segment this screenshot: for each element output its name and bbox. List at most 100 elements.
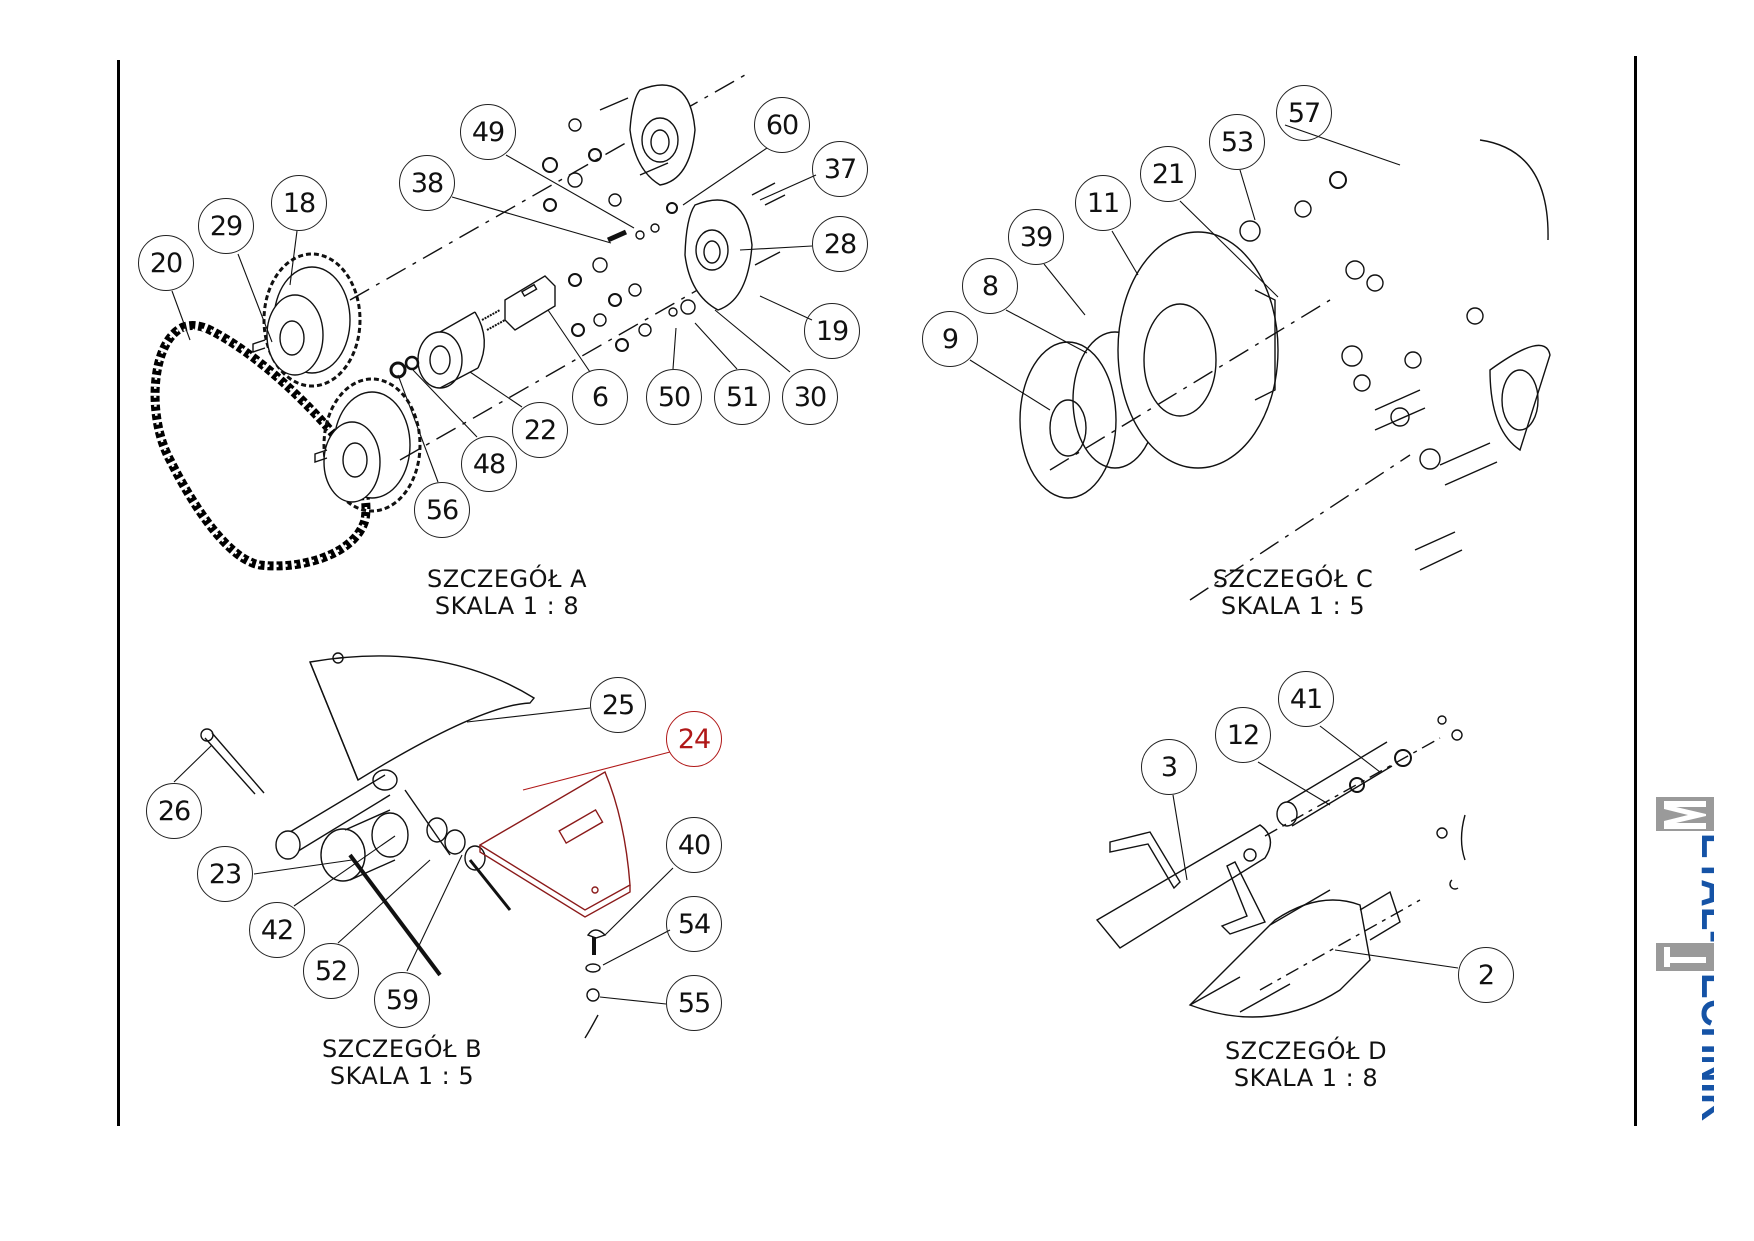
balloon-label: 55 [677, 987, 711, 1019]
balloon-label: 23 [208, 858, 242, 890]
leader-lines [171, 124, 1459, 1005]
sprocket-lower [314, 377, 422, 513]
balloon-label: 26 [157, 795, 191, 827]
balloon-label: 20 [149, 247, 183, 279]
balloon-item-40[interactable]: 40 [666, 817, 722, 873]
balloon-label: 60 [765, 109, 799, 141]
balloon-label: 22 [523, 414, 557, 446]
balloon-label: 49 [471, 116, 505, 148]
balloon-item-20[interactable]: 20 [138, 235, 194, 291]
detail-d-title: SZCZEGÓŁ D [1224, 1037, 1388, 1065]
balloon-label: 19 [815, 315, 849, 347]
detail-b-title: SZCZEGÓŁ B [321, 1035, 483, 1063]
balloon-label: 41 [1289, 683, 1323, 715]
balloon-label: 25 [601, 689, 635, 721]
detail-a-caption: SZCZEGÓŁ A SKALA 1 : 8 [377, 566, 637, 620]
detail-b-caption: SZCZEGÓŁ B SKALA 1 : 5 [272, 1036, 532, 1090]
balloon-item-41[interactable]: 41 [1278, 671, 1334, 727]
balloon-label: 21 [1151, 158, 1185, 190]
detail-d-drawing [1095, 715, 1466, 1018]
left-border-line [117, 60, 120, 1126]
detail-a-scale: SKALA 1 : 8 [434, 592, 580, 620]
balloon-item-38[interactable]: 38 [399, 155, 455, 211]
balloon-item-11[interactable]: 11 [1075, 175, 1131, 231]
detail-c-title: SZCZEGÓŁ C [1212, 565, 1374, 593]
balloon-item-55[interactable]: 55 [666, 975, 722, 1031]
balloon-item-25[interactable]: 25 [590, 677, 646, 733]
balloon-item-50[interactable]: 50 [646, 369, 702, 425]
balloon-item-37[interactable]: 37 [812, 141, 868, 197]
right-border-line [1634, 56, 1637, 1126]
balloon-item-24-highlighted[interactable]: 24 [666, 711, 722, 767]
bearing-housing-top [598, 84, 696, 186]
balloon-label: 54 [677, 908, 711, 940]
balloon-item-22[interactable]: 22 [512, 402, 568, 458]
balloon-label: 53 [1220, 126, 1254, 158]
balloon-label: 30 [793, 381, 827, 413]
balloon-item-59[interactable]: 59 [374, 972, 430, 1028]
balloon-label: 40 [677, 829, 711, 861]
balloon-item-26[interactable]: 26 [146, 783, 202, 839]
balloon-item-51[interactable]: 51 [714, 369, 770, 425]
logo-text-echnik: ECHNIK [1692, 973, 1714, 1121]
balloon-label: 6 [591, 381, 609, 413]
detail-d-caption: SZCZEGÓŁ D SKALA 1 : 8 [1176, 1038, 1436, 1092]
balloon-item-30[interactable]: 30 [782, 369, 838, 425]
detail-d-scale: SKALA 1 : 8 [1233, 1064, 1379, 1092]
detail-c-caption: SZCZEGÓŁ C SKALA 1 : 5 [1163, 566, 1423, 620]
balloon-item-39[interactable]: 39 [1008, 209, 1064, 265]
balloon-item-60[interactable]: 60 [754, 97, 810, 153]
balloon-label: 2 [1477, 959, 1495, 991]
balloon-label: 11 [1086, 187, 1120, 219]
balloon-label: 57 [1287, 97, 1321, 129]
balloon-label: 38 [410, 167, 444, 199]
detail-a-title: SZCZEGÓŁ A [426, 565, 588, 593]
balloon-item-6[interactable]: 6 [572, 369, 628, 425]
balloon-label: 48 [472, 448, 506, 480]
detail-c-drawing [1019, 139, 1551, 601]
logo-m-glyph [1664, 801, 1706, 829]
balloon-label: 51 [725, 381, 759, 413]
balloon-item-19[interactable]: 19 [804, 303, 860, 359]
shaft [481, 275, 556, 331]
detail-b-drawing [200, 652, 631, 1039]
balloon-item-2[interactable]: 2 [1458, 947, 1514, 1003]
balloon-label: 12 [1226, 719, 1260, 751]
balloon-label: 52 [314, 955, 348, 987]
balloon-label: 3 [1160, 751, 1178, 783]
balloon-item-57[interactable]: 57 [1276, 85, 1332, 141]
balloon-item-42[interactable]: 42 [249, 902, 305, 958]
logo-t-glyph [1664, 947, 1706, 967]
sprocket-upper [252, 252, 362, 388]
balloon-label: 29 [209, 210, 243, 242]
balloon-item-54[interactable]: 54 [666, 896, 722, 952]
balloon-item-52[interactable]: 52 [303, 943, 359, 999]
balloon-label: 28 [823, 228, 857, 260]
balloon-item-8[interactable]: 8 [962, 258, 1018, 314]
balloon-item-18[interactable]: 18 [271, 175, 327, 231]
balloon-item-3[interactable]: 3 [1141, 739, 1197, 795]
balloon-item-9[interactable]: 9 [922, 311, 978, 367]
balloon-item-48[interactable]: 48 [461, 436, 517, 492]
detail-c-scale: SKALA 1 : 5 [1220, 592, 1366, 620]
balloon-item-56[interactable]: 56 [414, 482, 470, 538]
balloon-label: 42 [260, 914, 294, 946]
detail-a-drawing [150, 74, 786, 571]
balloon-label: 9 [941, 323, 959, 355]
balloon-label: 59 [385, 984, 419, 1016]
balloon-item-29[interactable]: 29 [198, 198, 254, 254]
balloon-label: 24 [677, 723, 711, 755]
balloon-label: 39 [1019, 221, 1053, 253]
balloon-item-49[interactable]: 49 [460, 104, 516, 160]
detail-b-scale: SKALA 1 : 5 [329, 1062, 475, 1090]
balloon-item-53[interactable]: 53 [1209, 114, 1265, 170]
balloon-item-12[interactable]: 12 [1215, 707, 1271, 763]
balloon-label: 18 [282, 187, 316, 219]
balloon-item-28[interactable]: 28 [812, 216, 868, 272]
blade-24 [478, 770, 631, 918]
logo-text-etal: ETAL- [1692, 833, 1714, 943]
balloon-item-23[interactable]: 23 [197, 846, 253, 902]
balloon-item-21[interactable]: 21 [1140, 146, 1196, 202]
